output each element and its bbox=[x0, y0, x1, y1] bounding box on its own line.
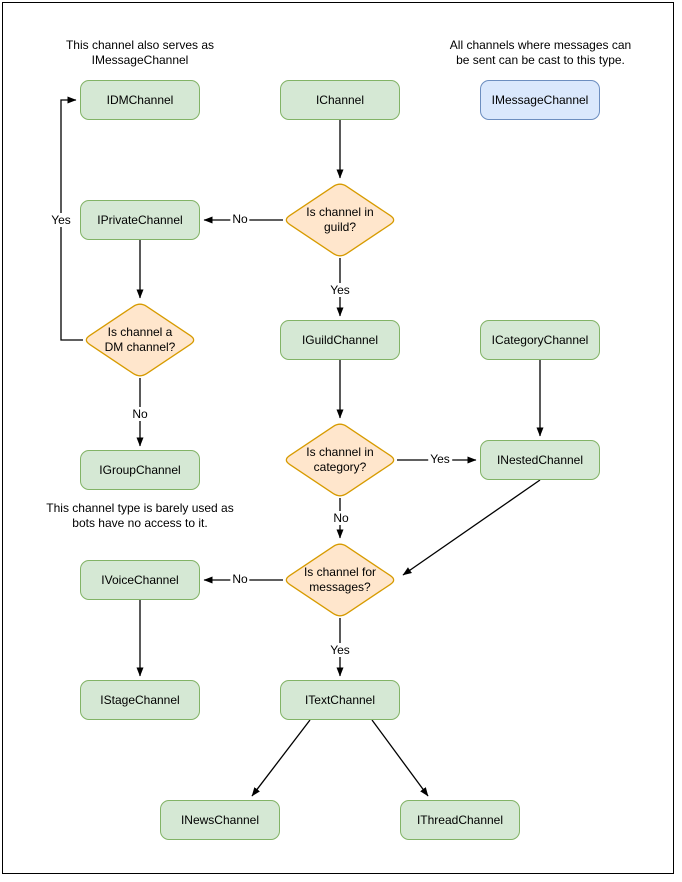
decision-is-channel-for-messages: Is channel for messages? bbox=[283, 542, 397, 618]
node-imessagechannel-label: IMessageChannel bbox=[491, 93, 589, 107]
decision-is-channel-in-category-label: Is channel in category? bbox=[306, 445, 374, 474]
node-igroupchannel: IGroupChannel bbox=[80, 450, 200, 490]
node-ichannel-label: IChannel bbox=[315, 93, 365, 107]
decision-is-channel-in-guild: Is channel in guild? bbox=[283, 182, 397, 258]
diamond-shape bbox=[285, 543, 395, 617]
decision-is-channel-a-dm-channel: Is channel a DM channel? bbox=[83, 302, 197, 378]
node-inestedchannel: INestedChannel bbox=[480, 440, 600, 480]
node-idmchannel: IDMChannel bbox=[80, 80, 200, 120]
decision-is-channel-in-guild-label: Is channel in guild? bbox=[306, 205, 374, 234]
node-ithreadchannel-label: IThreadChannel bbox=[416, 813, 504, 827]
edge-label-dm-yes: Yes bbox=[49, 213, 73, 227]
diamond-shape bbox=[85, 303, 195, 377]
node-istagechannel-label: IStageChannel bbox=[100, 693, 180, 707]
node-icategorychannel-label: ICategoryChannel bbox=[491, 333, 589, 347]
node-iprivatechannel-label: IPrivateChannel bbox=[97, 213, 183, 227]
node-igroupchannel-label: IGroupChannel bbox=[99, 463, 181, 477]
edge-label-messages-yes: Yes bbox=[328, 643, 352, 657]
edge-label-guild-yes: Yes bbox=[328, 283, 352, 297]
decision-is-channel-for-messages-label: Is channel for messages? bbox=[303, 565, 377, 594]
node-iguildchannel: IGuildChannel bbox=[280, 320, 400, 360]
edge-label-category-yes: Yes bbox=[428, 452, 452, 466]
note-message-channel: All channels where messages can be sent … bbox=[449, 38, 632, 67]
edge-inestedchannel-to-messages-decision bbox=[402, 479, 541, 576]
edge-itextchannel-to-ithreadchannel bbox=[371, 719, 429, 797]
node-itextchannel: ITextChannel bbox=[280, 680, 400, 720]
edge-label-dm-no: No bbox=[130, 407, 150, 421]
node-iguildchannel-label: IGuildChannel bbox=[301, 333, 379, 347]
node-idmchannel-label: IDMChannel bbox=[106, 93, 174, 107]
node-ichannel: IChannel bbox=[280, 80, 400, 120]
note-dm-channel: This channel also serves as IMessageChan… bbox=[65, 38, 215, 67]
node-iprivatechannel: IPrivateChannel bbox=[80, 200, 200, 240]
node-imessagechannel: IMessageChannel bbox=[480, 80, 600, 120]
node-icategorychannel: ICategoryChannel bbox=[480, 320, 600, 360]
diamond-shape bbox=[285, 423, 395, 497]
edge-itextchannel-to-inewschannel bbox=[251, 719, 311, 797]
edge-label-category-no: No bbox=[331, 511, 351, 525]
node-inewschannel: INewsChannel bbox=[160, 800, 280, 840]
node-ivoicechannel: IVoiceChannel bbox=[80, 560, 200, 600]
node-inestedchannel-label: INestedChannel bbox=[496, 453, 584, 467]
node-ivoicechannel-label: IVoiceChannel bbox=[101, 573, 179, 587]
note-group-channel: This channel type is barely used as bots… bbox=[46, 501, 234, 530]
edge-label-messages-no: No bbox=[230, 572, 250, 586]
node-itextchannel-label: ITextChannel bbox=[304, 693, 376, 707]
edge-label-guild-no: No bbox=[230, 212, 250, 226]
node-istagechannel: IStageChannel bbox=[80, 680, 200, 720]
decision-is-channel-in-category: Is channel in category? bbox=[283, 422, 397, 498]
diamond-shape bbox=[285, 183, 395, 257]
decision-is-channel-a-dm-channel-label: Is channel a DM channel? bbox=[104, 325, 176, 354]
node-ithreadchannel: IThreadChannel bbox=[400, 800, 520, 840]
node-inewschannel-label: INewsChannel bbox=[180, 813, 260, 827]
